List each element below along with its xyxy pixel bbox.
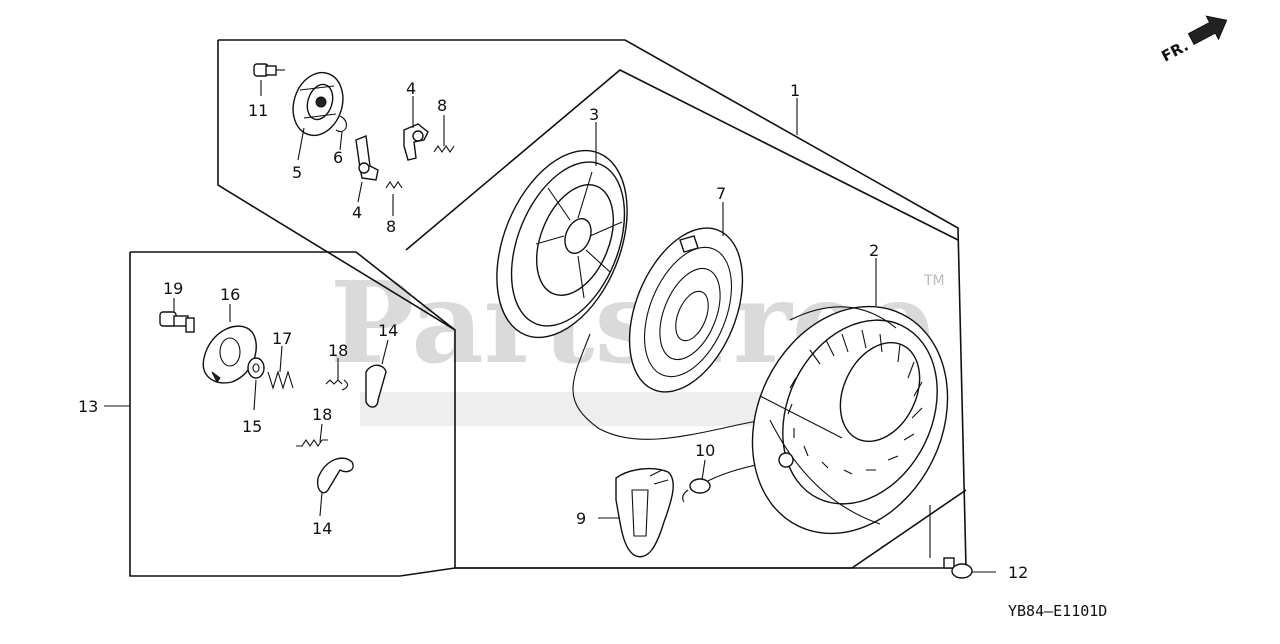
part-14-hook-upper [365,364,387,408]
callout-11: 11 [248,101,268,120]
part-12-bolt [943,557,973,579]
group-outline-governor [129,251,967,577]
callout-13: 13 [78,397,98,416]
callout-3: 3 [589,105,599,124]
callout-8-upper: 8 [437,96,447,115]
callout-18-upper: 18 [328,341,348,360]
part-7-spiral-spring [628,227,744,393]
part-10-rope-knot [682,478,711,503]
callout-16: 16 [220,285,240,304]
part-2-recoil-case [751,305,949,535]
callout-17: 17 [272,329,292,348]
callout-labels: 1 2 3 4 4 5 6 7 8 8 9 10 11 12 13 14 14 … [78,79,1028,582]
callout-7: 7 [716,184,726,203]
part-3-reel [496,149,628,339]
diagram-code: YB84–E1101D [1008,602,1107,620]
callout-8-lower: 8 [386,217,396,236]
callout-4-upper: 4 [406,79,416,98]
callout-6: 6 [333,148,343,167]
callout-19: 19 [163,279,183,298]
callout-9: 9 [576,509,586,528]
leader-lines [104,80,996,573]
part-6-clip [335,115,347,133]
watermark-tm: TM [923,273,945,289]
callout-18-lower: 18 [312,405,332,424]
part-18-spring-upper [325,379,349,391]
part-16-drive-plate [202,325,257,384]
part-17-spring [267,370,294,390]
callout-14-lower: 14 [312,519,332,538]
part-14-hook-lower [316,457,354,494]
part-11-bolt [253,63,285,77]
part-8-spring-upper [433,145,455,153]
callout-4-lower: 4 [352,203,362,222]
direction-label: FR. [1158,37,1191,66]
part-18-spring-lower [296,439,328,447]
callout-5: 5 [292,163,302,182]
part-4-ratchet-upper [403,123,429,161]
part-19-pin [159,311,195,333]
part-5-ratchet-plate [292,71,344,137]
callout-10: 10 [695,441,715,460]
part-4-ratchet-lower [355,135,379,181]
callout-15: 15 [242,417,262,436]
part-8-spring-lower [385,181,403,189]
part-15-washer [247,357,265,379]
callout-1: 1 [790,81,800,100]
callout-12: 12 [1008,563,1028,582]
part-9-starter-grip [615,467,674,558]
callout-2: 2 [869,241,879,260]
front-direction-arrow: FR. [1158,15,1228,66]
watermark-band [360,392,800,426]
callout-14-upper: 14 [378,321,398,340]
